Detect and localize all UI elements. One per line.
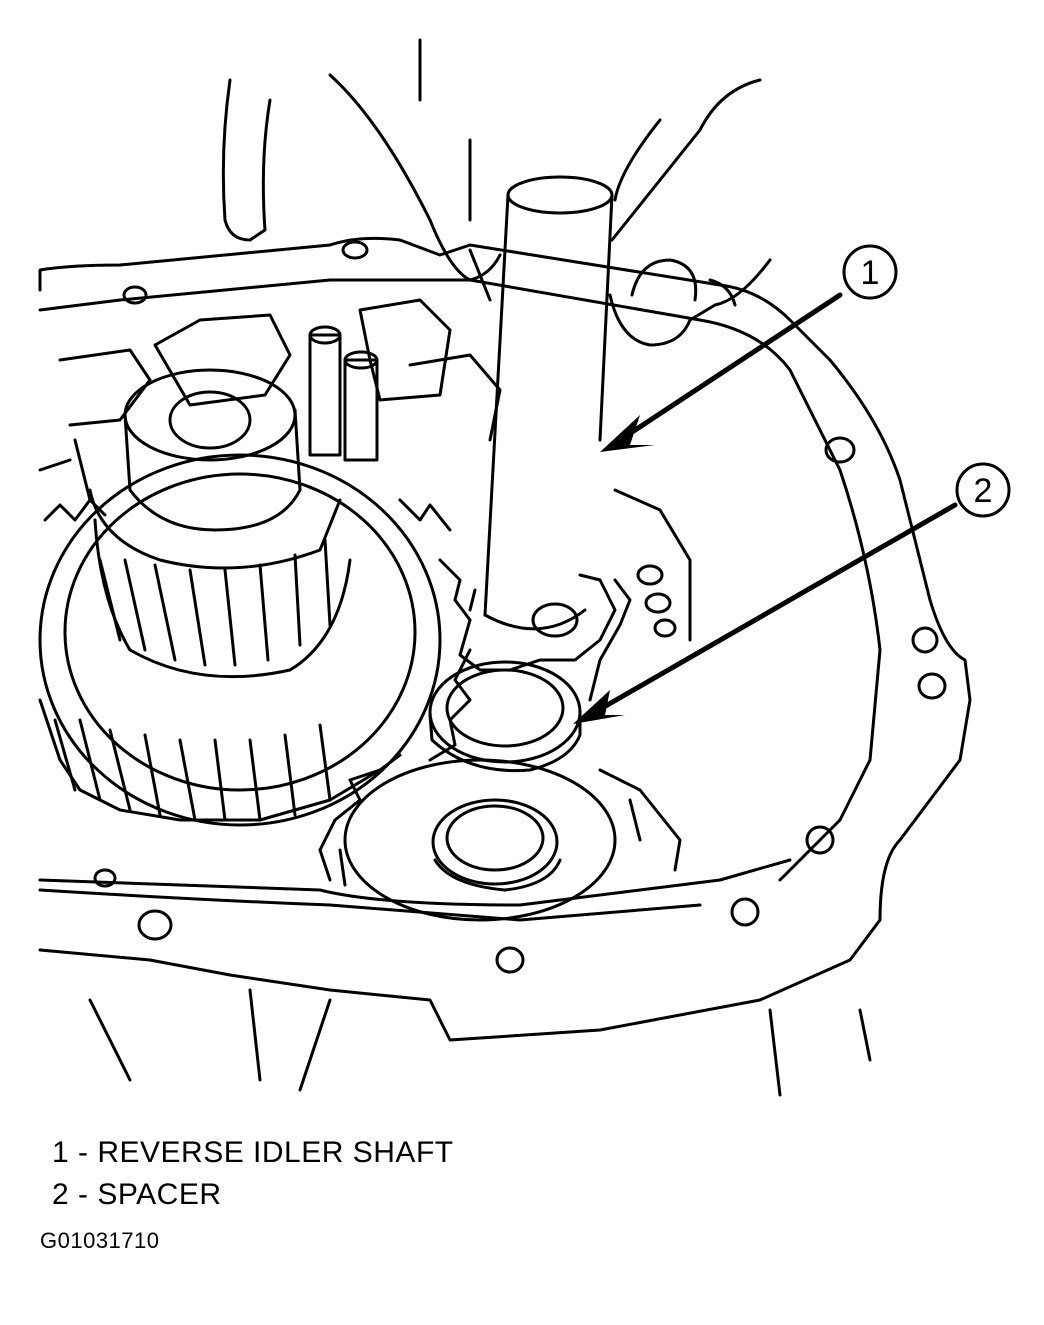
large-helical-gear xyxy=(38,368,472,827)
hand xyxy=(221,38,772,347)
transmission-illustration: 1 2 xyxy=(38,38,1011,1097)
callout-number-1: 1 xyxy=(861,254,880,292)
case-flange xyxy=(38,236,972,1042)
spacer xyxy=(428,660,582,773)
leader-lines xyxy=(587,292,958,718)
case-inner-edge xyxy=(38,278,882,882)
reverse-idler-shaft xyxy=(483,175,614,631)
arrow-head-1 xyxy=(600,415,655,452)
figure-id: G01031710 xyxy=(40,1228,160,1253)
reverse-idler-gear xyxy=(458,573,632,702)
bolt-holes xyxy=(93,240,947,974)
case-skirt xyxy=(88,988,872,1097)
lower-gear xyxy=(318,753,682,922)
internal-parts xyxy=(38,298,692,642)
legend-item-reverse-idler-shaft: 1 - REVERSE IDLER SHAFT xyxy=(52,1136,454,1169)
legend-item-spacer: 2 - SPACER xyxy=(52,1178,222,1211)
callout-number-2: 2 xyxy=(974,472,993,510)
callout-circle-2 xyxy=(955,462,1011,518)
case-lower-face xyxy=(38,858,792,907)
callout-circle-1 xyxy=(842,244,898,300)
arrow-head-2 xyxy=(573,690,625,724)
legend: 1 - REVERSE IDLER SHAFT 2 - SPACER xyxy=(52,1132,454,1216)
case-lower-face-2 xyxy=(38,888,702,922)
